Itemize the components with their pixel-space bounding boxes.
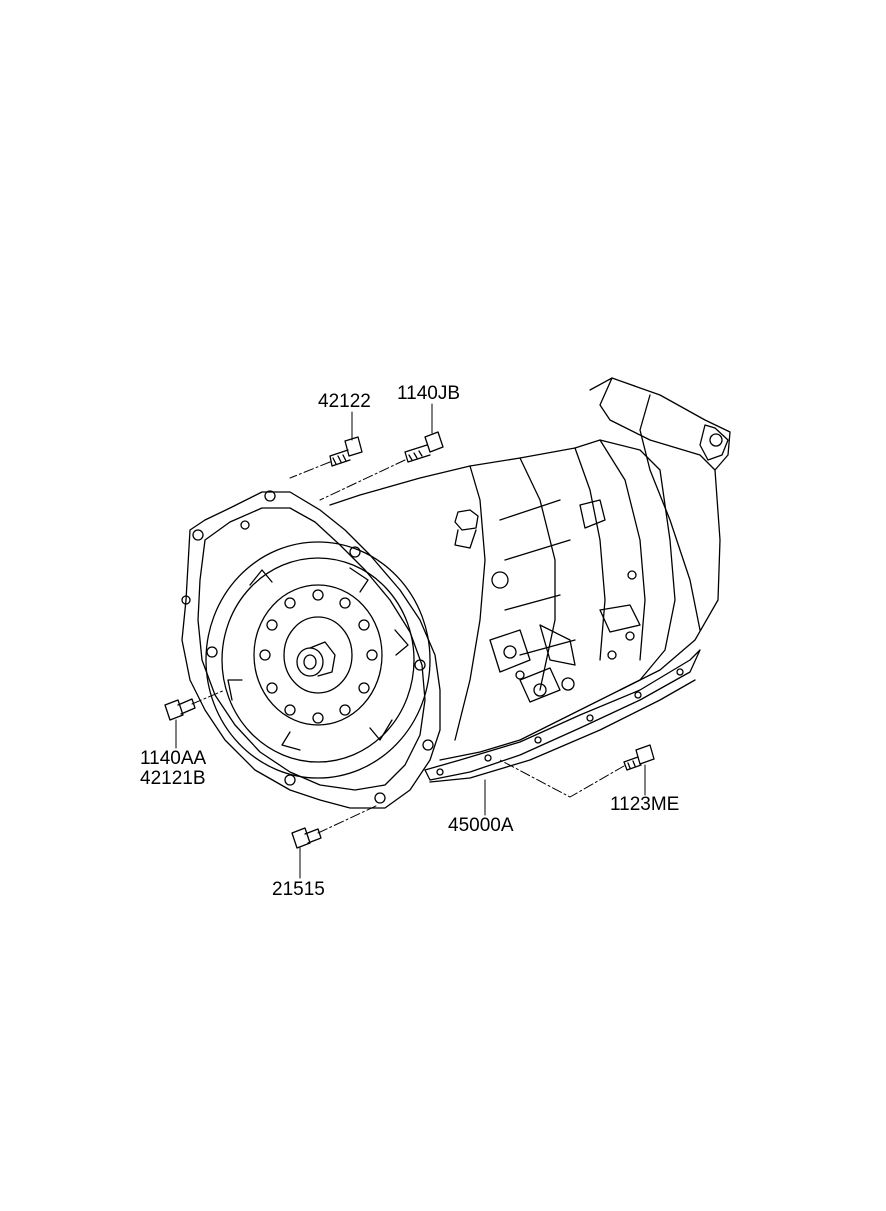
part-number-45000a: 45000A	[448, 815, 514, 836]
transmission-housing	[329, 377, 731, 783]
part-number-42121b: 42121B	[140, 768, 206, 789]
torque-converter	[205, 541, 431, 779]
part-number-1140aa: 1140AA	[140, 748, 207, 769]
bolt-21515	[291, 827, 322, 849]
bolt-42122	[329, 436, 363, 467]
part-number-21515: 21515	[272, 879, 325, 900]
part-number-1140jb: 1140JB	[397, 383, 461, 404]
bell-housing	[181, 490, 441, 809]
leader-lines	[175, 403, 646, 879]
bolt-1140aa	[164, 698, 196, 721]
bolt-1140jb	[404, 431, 444, 463]
bolt-1123me	[623, 744, 655, 771]
part-number-42122: 42122	[318, 391, 371, 412]
part-number-1123me: 1123ME	[610, 794, 680, 815]
